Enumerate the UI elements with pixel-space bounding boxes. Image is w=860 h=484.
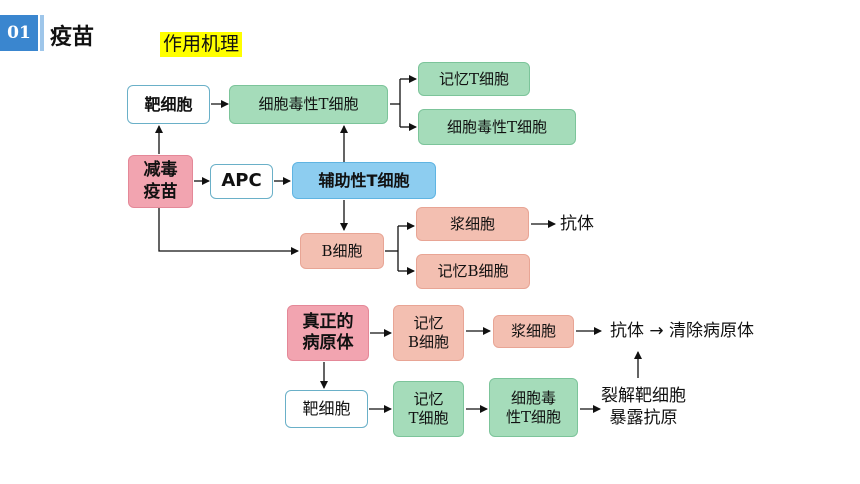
cytotoxic-t-cell-box: 细胞毒性T细胞 [229, 85, 388, 124]
highlighted-subtitle: 作用机理 [160, 32, 243, 57]
antibody-clear-pathogen-label: 抗体 → 清除病原体 [610, 321, 755, 341]
plasma-cell-box: 浆细胞 [416, 207, 529, 241]
target-cell-box: 靶细胞 [127, 85, 210, 124]
memory-t-cell-box-2: 记忆 T细胞 [393, 381, 464, 437]
helper-t-cell-box: 辅助性T细胞 [292, 162, 436, 199]
cytotoxic-t-cell-output-box: 细胞毒性T细胞 [418, 109, 576, 145]
target-cell-box-2: 靶细胞 [285, 390, 368, 428]
antibody-label: 抗体 [560, 214, 594, 234]
b-cell-box: B细胞 [300, 233, 384, 269]
section-divider [40, 15, 44, 51]
real-pathogen-box: 真正的 病原体 [287, 305, 369, 361]
cytotoxic-t-cell-box-2: 细胞毒 性T细胞 [489, 378, 578, 437]
section-number-badge: 01 [0, 15, 38, 51]
memory-b-cell-box: 记忆B细胞 [416, 254, 530, 289]
apc-box: APC [210, 164, 273, 199]
memory-b-cell-box-2: 记忆 B细胞 [393, 305, 464, 361]
attenuated-vaccine-box: 减毒 疫苗 [128, 155, 193, 208]
memory-t-cell-box: 记忆T细胞 [418, 62, 530, 96]
section-title: 疫苗 [50, 25, 95, 50]
plasma-cell-box-2: 浆细胞 [493, 315, 574, 348]
lyse-target-cell-label: 裂解靶细胞 暴露抗原 [601, 386, 686, 428]
